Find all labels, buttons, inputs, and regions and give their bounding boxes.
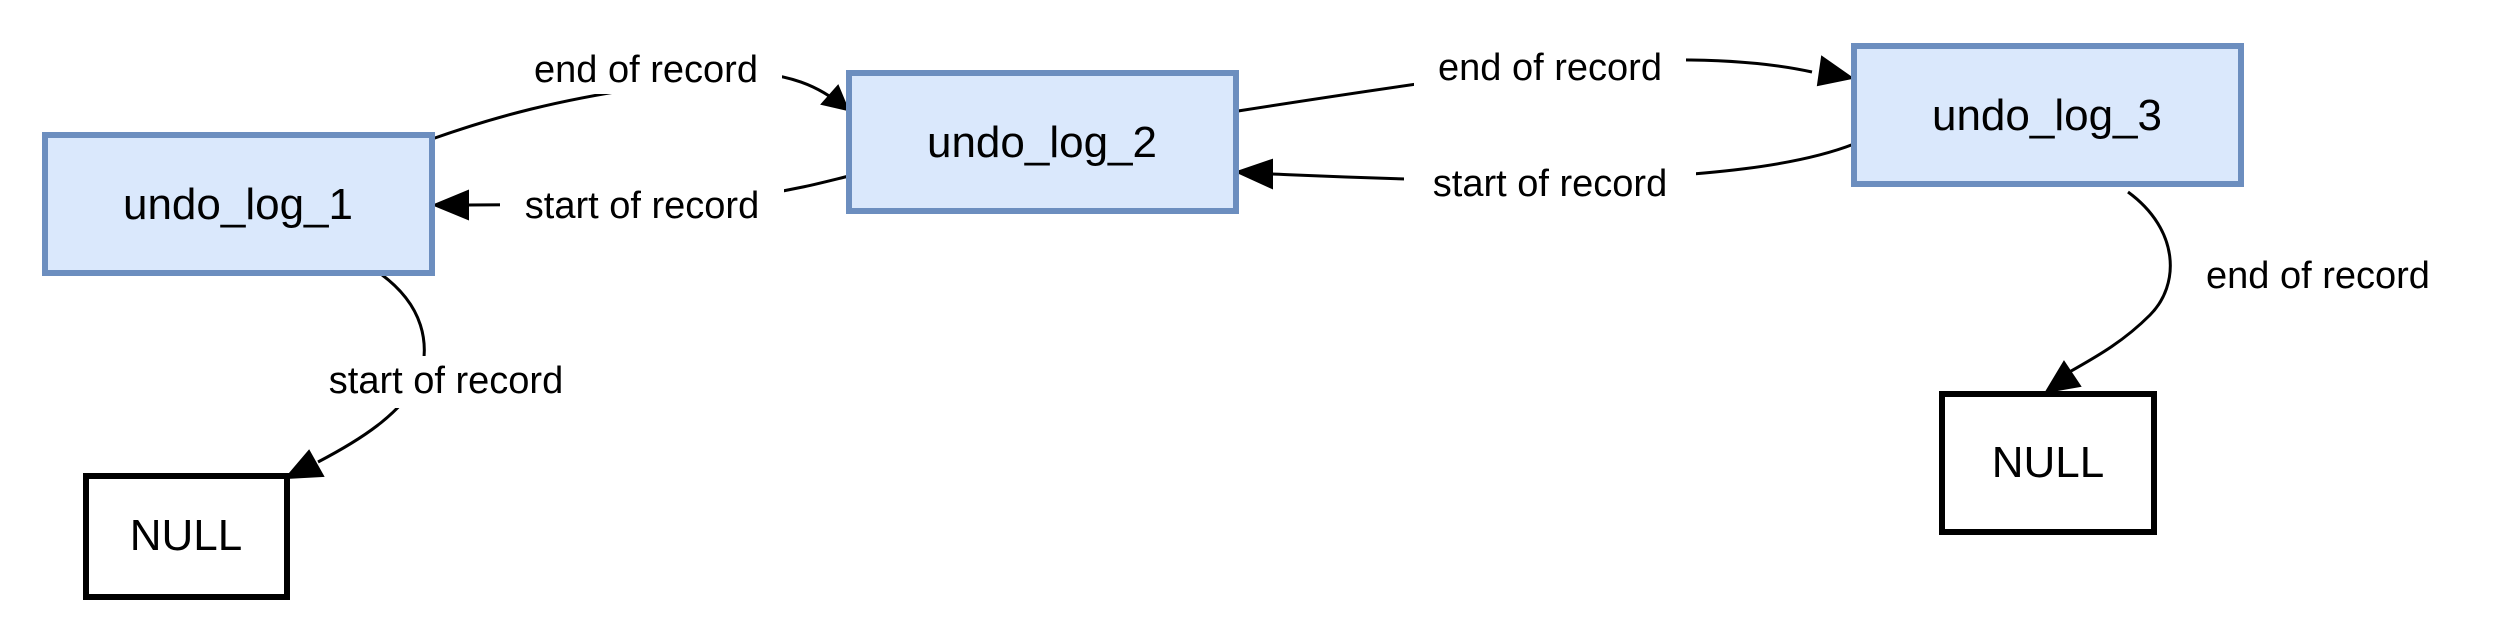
edge-log3-to-null: end of record: [2044, 190, 2430, 394]
edge-log3-to-log2-label: start of record: [1433, 163, 1667, 205]
edge-log2-to-log3-label-bg: [1414, 40, 1686, 92]
edge-log3-to-log2: start of record: [1234, 142, 1855, 208]
node-null-left-box: [83, 473, 290, 600]
node-undo-log-1-label: undo_log_1: [123, 180, 353, 229]
node-null-left[interactable]: NULL: [83, 473, 290, 600]
node-null-right[interactable]: NULL: [1939, 391, 2157, 535]
edge-log2-to-log1-label: start of record: [525, 185, 759, 227]
node-undo-log-1[interactable]: undo_log_1: [42, 132, 435, 276]
arrowhead-log3-to-log2: [1234, 158, 1273, 190]
arrowhead-log1-to-null: [283, 449, 325, 480]
node-undo-log-1-box: [42, 132, 435, 276]
edge-log1-to-null-label-bg: [302, 356, 588, 408]
node-undo-log-3[interactable]: undo_log_3: [1851, 43, 2244, 187]
edge-log2-to-log1: start of record: [431, 174, 850, 230]
arrowhead-log2-to-log3: [1816, 55, 1855, 87]
arrowhead-log2-to-log1: [431, 189, 469, 221]
edge-log2-to-log3: end of record: [1237, 40, 1855, 113]
edge-log1-to-log2-label: end of record: [534, 49, 758, 91]
edge-log1-to-log2: end of record: [431, 42, 850, 141]
edge-log3-to-log2-label-bg: [1404, 156, 1696, 208]
edge-log1-to-log2-label-bg: [510, 42, 782, 94]
arrowhead-log3-to-null: [2044, 360, 2082, 394]
node-undo-log-2-box: [846, 70, 1239, 214]
node-undo-log-3-label: undo_log_3: [1932, 91, 2162, 140]
node-undo-log-3-box: [1851, 43, 2244, 187]
edge-log3-to-null-label: end of record: [2206, 255, 2430, 297]
edge-log2-to-log1-label-bg: [500, 178, 784, 230]
arrowhead-log1-to-log2: [820, 84, 850, 112]
edge-log2-to-log3-label: end of record: [1438, 47, 1662, 89]
edge-log1-to-null: start of record: [283, 270, 588, 480]
node-null-right-label: NULL: [1992, 438, 2105, 487]
node-undo-log-2-label: undo_log_2: [927, 118, 1157, 167]
edge-log1-to-null-label: start of record: [329, 360, 563, 402]
node-null-left-label: NULL: [130, 511, 243, 560]
node-undo-log-2[interactable]: undo_log_2: [846, 70, 1239, 214]
node-null-right-box: [1939, 391, 2157, 535]
edge-log3-to-null-line: [2065, 190, 2172, 376]
